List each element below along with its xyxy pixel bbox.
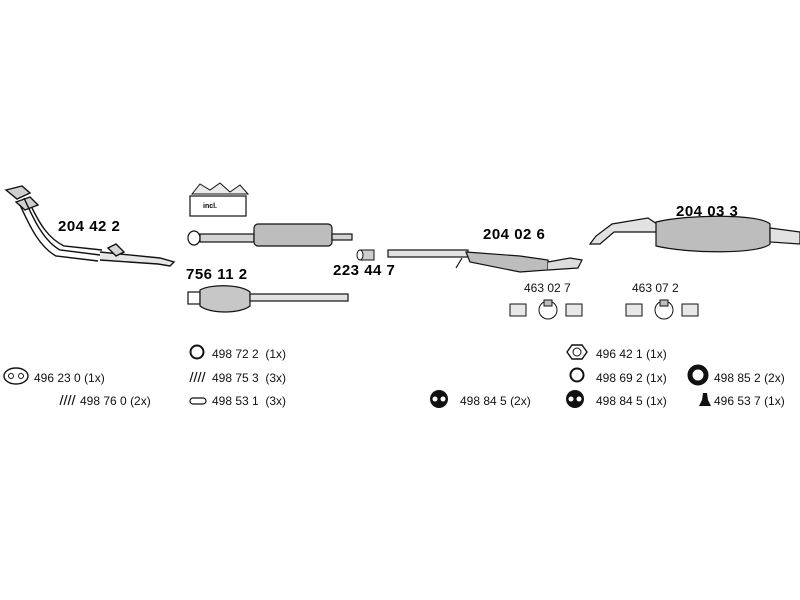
middle-muffler-drawing: [387, 249, 583, 273]
ring-icon: [189, 344, 205, 360]
clamp-set-a-drawing: [509, 299, 583, 320]
accessory-496-53-7: 496 53 7 (1x): [714, 394, 785, 408]
clamp-set-a-part-number: 463 02 7: [524, 281, 571, 295]
rubber-mount-icon: [430, 390, 448, 408]
front-muffler-drawing: [187, 223, 353, 247]
flange-gasket-icon: [566, 344, 588, 360]
accessory-498-76-0: 498 76 0 (2x): [80, 394, 151, 408]
accessory-496-42-1: 496 42 1 (1x): [596, 347, 667, 361]
front-muffler-part-number: 223 44 7: [333, 262, 396, 279]
accessory-498-84-5-a: 498 84 5 (2x): [460, 394, 531, 408]
accessory-498-75-3: 498 75 3 (3x): [212, 371, 287, 385]
accessory-498-84-5-b: 498 84 5 (1x): [596, 394, 667, 408]
clamp-set-b-drawing: [625, 299, 699, 320]
clamp-drawing: [356, 249, 375, 261]
catalyst-drawing: [187, 285, 349, 313]
middle-muffler-part-number: 204 02 6: [483, 226, 546, 243]
front-pipe-part-number: 204 42 2: [58, 218, 121, 235]
spring-icon: [59, 394, 76, 406]
rear-muffler-part-number: 204 03 3: [676, 203, 739, 220]
ring-icon: [569, 367, 585, 383]
rear-muffler-drawing: [588, 215, 800, 253]
sleeve-icon: [189, 397, 207, 405]
accessory-498-69-2: 498 69 2 (1x): [596, 371, 667, 385]
front-pipe-drawing: [4, 185, 176, 267]
catalyst-part-number: 756 11 2: [186, 266, 248, 283]
accessory-496-23-0: 496 23 0 (1x): [34, 371, 105, 385]
spring-icon: [189, 371, 206, 383]
oval-gasket-icon: [3, 367, 29, 385]
buffer-icon: [699, 393, 711, 406]
clamp-set-b-part-number: 463 07 2: [632, 281, 679, 295]
accessory-498-53-1: 498 53 1 (3x): [212, 394, 287, 408]
rubber-ring-icon: [687, 364, 709, 386]
incl-tag: incl.: [203, 203, 218, 210]
rubber-mount-icon: [566, 390, 584, 408]
accessory-498-85-2: 498 85 2 (2x): [714, 371, 785, 385]
kit-box-drawing: [189, 182, 250, 217]
accessory-498-72-2: 498 72 2 (1x): [212, 347, 287, 361]
